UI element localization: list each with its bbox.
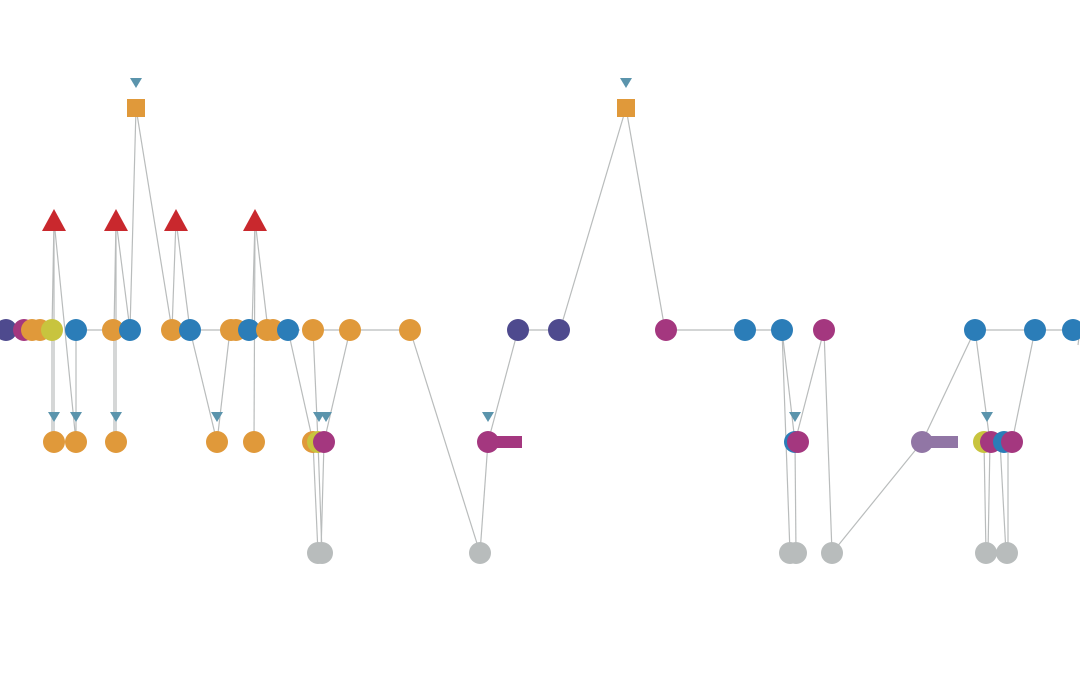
edge bbox=[983, 441, 987, 554]
node bbox=[243, 431, 265, 453]
edge bbox=[974, 329, 991, 443]
gray-node bbox=[821, 542, 843, 564]
node bbox=[1001, 431, 1023, 453]
edge bbox=[921, 329, 976, 443]
down-marker bbox=[211, 412, 223, 422]
edge bbox=[999, 441, 1007, 554]
node bbox=[179, 319, 201, 341]
edge bbox=[320, 441, 325, 554]
node bbox=[399, 319, 421, 341]
edge bbox=[135, 107, 173, 331]
node bbox=[43, 431, 65, 453]
down-marker bbox=[48, 412, 60, 422]
edge bbox=[559, 107, 627, 331]
marker-layer bbox=[48, 78, 993, 422]
node bbox=[477, 431, 499, 453]
node bbox=[548, 319, 570, 341]
node bbox=[161, 319, 183, 341]
node bbox=[339, 319, 361, 341]
edge bbox=[323, 329, 351, 443]
edge bbox=[312, 441, 319, 554]
node bbox=[771, 319, 793, 341]
edge bbox=[287, 329, 314, 443]
edge bbox=[409, 329, 481, 554]
down-marker bbox=[620, 78, 632, 88]
node bbox=[964, 319, 986, 341]
down-marker bbox=[110, 412, 122, 422]
gray-node bbox=[311, 542, 333, 564]
node bbox=[734, 319, 756, 341]
square-node bbox=[127, 99, 145, 117]
edge bbox=[115, 219, 131, 331]
node bbox=[655, 319, 677, 341]
node bbox=[787, 431, 809, 453]
node bbox=[119, 319, 141, 341]
node bbox=[0, 319, 17, 341]
node bbox=[507, 319, 529, 341]
gray-node bbox=[975, 542, 997, 564]
edge bbox=[53, 219, 77, 443]
edge bbox=[781, 329, 796, 443]
down-marker bbox=[130, 78, 142, 88]
edge bbox=[171, 219, 177, 331]
edge bbox=[254, 219, 269, 331]
edge bbox=[216, 329, 231, 443]
edge bbox=[625, 107, 666, 331]
gray-node bbox=[469, 542, 491, 564]
node-layer bbox=[0, 99, 1080, 564]
edge-layer bbox=[0, 107, 1080, 554]
edge bbox=[175, 219, 191, 331]
edge bbox=[487, 329, 519, 443]
node bbox=[238, 319, 260, 341]
node bbox=[1024, 319, 1046, 341]
triangle-node bbox=[104, 209, 128, 231]
down-marker bbox=[482, 412, 494, 422]
node bbox=[313, 431, 335, 453]
node bbox=[41, 319, 63, 341]
triangle-node bbox=[164, 209, 188, 231]
node bbox=[65, 431, 87, 453]
gray-node bbox=[785, 542, 807, 564]
gray-node bbox=[996, 542, 1018, 564]
edge bbox=[794, 441, 797, 554]
node bbox=[65, 319, 87, 341]
edge bbox=[823, 329, 833, 554]
down-marker bbox=[70, 412, 82, 422]
square-node bbox=[617, 99, 635, 117]
edge bbox=[479, 441, 489, 554]
edge bbox=[312, 329, 319, 443]
triangle-node bbox=[42, 209, 66, 231]
node bbox=[206, 431, 228, 453]
node bbox=[102, 319, 124, 341]
down-marker bbox=[320, 412, 332, 422]
node bbox=[302, 319, 324, 341]
down-marker bbox=[789, 412, 801, 422]
down-marker bbox=[981, 412, 993, 422]
edge bbox=[987, 441, 991, 554]
edge bbox=[1011, 329, 1036, 443]
edge bbox=[831, 441, 923, 554]
edge bbox=[129, 107, 137, 331]
edge bbox=[794, 329, 825, 443]
triangle-node bbox=[243, 209, 267, 231]
node bbox=[813, 319, 835, 341]
node bbox=[277, 319, 299, 341]
node bbox=[105, 431, 127, 453]
node bbox=[1062, 319, 1080, 341]
edge bbox=[189, 329, 218, 443]
node bbox=[911, 431, 933, 453]
